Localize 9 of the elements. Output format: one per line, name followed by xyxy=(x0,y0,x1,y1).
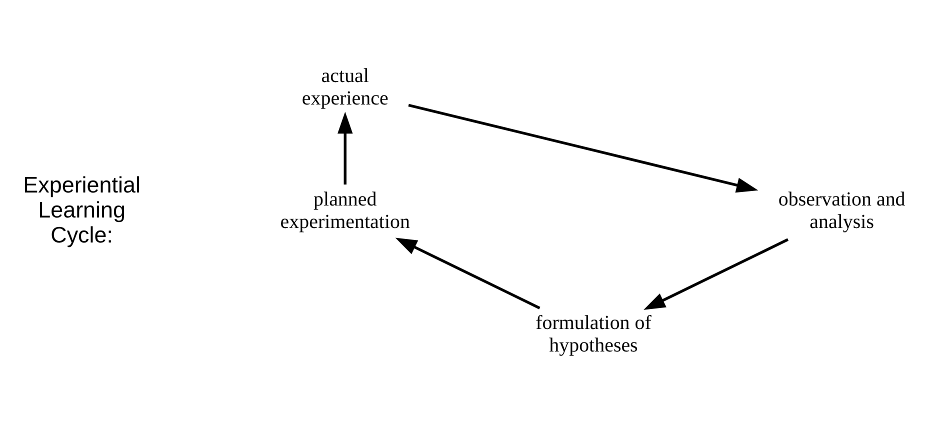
arrow xyxy=(338,112,353,185)
arrow xyxy=(644,238,789,310)
node-text: planned experimentation xyxy=(280,188,410,233)
arrow xyxy=(395,238,540,310)
node-text: formulation of hypotheses xyxy=(536,312,652,357)
node-text: observation and analysis xyxy=(778,188,906,233)
node-text: actual experience xyxy=(302,64,388,110)
arrow xyxy=(408,104,758,193)
label: Experiential Learning Cycle: xyxy=(23,172,140,248)
